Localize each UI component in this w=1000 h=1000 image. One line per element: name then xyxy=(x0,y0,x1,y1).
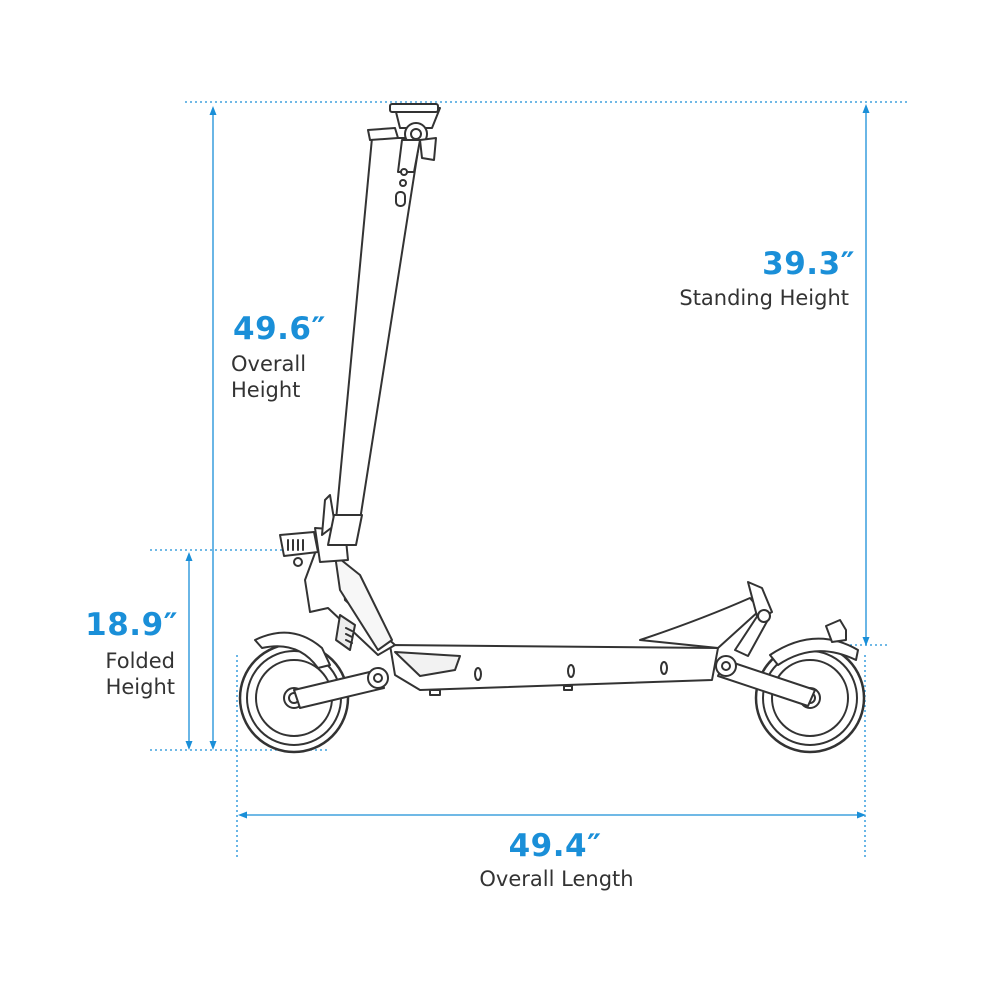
rear-strut-bolt xyxy=(757,609,771,623)
deck-light xyxy=(474,667,482,681)
handle-grip xyxy=(367,127,399,141)
stem-collar xyxy=(327,514,363,546)
throttle-button xyxy=(400,168,408,176)
stem-head xyxy=(397,139,421,173)
overall-height-label-line1: Overall xyxy=(231,352,307,376)
deck-bracket xyxy=(429,689,441,696)
latch-screw xyxy=(293,557,303,567)
standing-height-label: Standing Height xyxy=(679,286,849,310)
handlebar-bolt xyxy=(410,128,422,140)
overall-length-value: 49.4″ xyxy=(508,828,602,864)
front-pivot-bolt xyxy=(721,661,731,671)
overall-length-label: Overall Length xyxy=(479,867,634,891)
scooter-illustration xyxy=(238,103,866,754)
rear-swing-arm xyxy=(293,669,385,709)
deck-light xyxy=(567,664,575,678)
deck-bracket xyxy=(563,685,573,691)
mode-switch xyxy=(395,191,406,207)
rear-wheel xyxy=(238,642,350,754)
rear-pivot-bolt xyxy=(373,673,383,683)
shock-spring xyxy=(345,627,353,644)
folded-height-label-line1: Folded xyxy=(105,649,175,673)
rear-fender xyxy=(254,631,331,669)
overall-height-label-line2: Height xyxy=(231,378,301,402)
power-button xyxy=(399,179,407,187)
neck-brace xyxy=(334,554,393,651)
front-fender xyxy=(769,637,859,666)
latch-grip xyxy=(287,539,304,551)
standing-height-value: 39.3″ xyxy=(762,246,855,282)
brake-lever xyxy=(419,137,437,161)
folded-height-label: Folded Height xyxy=(60,648,175,700)
front-light xyxy=(825,619,847,643)
dimension-guides xyxy=(150,101,908,860)
display-panel xyxy=(389,103,439,113)
deck-side-panel xyxy=(394,651,461,677)
stem-pole xyxy=(335,137,421,521)
overall-height-value: 49.6″ xyxy=(233,311,326,347)
folded-height-value: 18.9″ xyxy=(85,607,178,643)
folded-height-label-line2: Height xyxy=(105,675,175,699)
deck-light xyxy=(660,661,668,675)
overall-height-label: Overall Height xyxy=(231,351,306,403)
